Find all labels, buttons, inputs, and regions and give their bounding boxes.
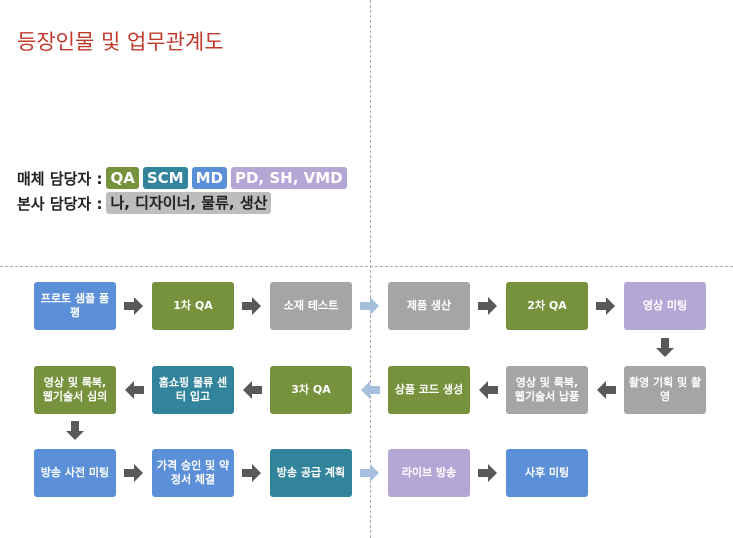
- arrow-right-icon: [124, 463, 144, 483]
- step-qa-2: 2차 QA: [506, 282, 588, 330]
- step-supply-plan: 방송 공급 계획: [270, 449, 352, 497]
- step-post-meeting: 사후 미팅: [506, 449, 588, 497]
- arrow-right-icon: [478, 296, 498, 316]
- legend-tag-hq: 나, 디자이너, 물류, 생산: [106, 192, 272, 214]
- step-price-approval: 가격 승인 및 약정서 체결: [152, 449, 234, 497]
- arrow-left-icon: [124, 380, 144, 400]
- arrow-right-icon: [242, 296, 262, 316]
- legend-tag-scm: SCM: [142, 167, 188, 189]
- step-deliver-video: 영상 및 룩북, 웹기술서 납품: [506, 366, 588, 414]
- page-title: 등장인물 및 업무관계도: [17, 30, 224, 54]
- step-live-broadcast: 라이브 방송: [388, 449, 470, 497]
- step-shoot: 촬영 기획 및 촬영: [624, 366, 706, 414]
- step-qa-1: 1차 QA: [152, 282, 234, 330]
- step-pre-broadcast-meeting: 방송 사전 미팅: [34, 449, 116, 497]
- arrow-right-icon: [360, 463, 380, 483]
- vertical-guide-line: [370, 0, 371, 538]
- legend-hq-label: 본사 담당자 :: [17, 194, 103, 213]
- arrow-right-icon: [242, 463, 262, 483]
- legend-tag-qa: QA: [106, 167, 139, 189]
- step-video-meeting: 영상 미팅: [624, 282, 706, 330]
- arrow-left-icon: [478, 380, 498, 400]
- arrow-left-icon: [360, 380, 380, 400]
- arrow-down-icon: [65, 421, 85, 441]
- arrow-right-icon: [596, 296, 616, 316]
- arrow-right-icon: [360, 296, 380, 316]
- step-product-code: 상품 코드 생성: [388, 366, 470, 414]
- legend-tag-md: MD: [191, 167, 227, 189]
- legend-media-row: 매체 담당자 : QA SCM MD PD, SH, VMD: [17, 167, 351, 189]
- step-production: 제품 생산: [388, 282, 470, 330]
- arrow-left-icon: [596, 380, 616, 400]
- step-qa-3: 3차 QA: [270, 366, 352, 414]
- arrow-right-icon: [124, 296, 144, 316]
- legend-media-label: 매체 담당자 :: [17, 169, 103, 188]
- arrow-down-icon: [655, 338, 675, 358]
- step-material-test: 소재 테스트: [270, 282, 352, 330]
- legend-tag-pd-sh-vmd: PD, SH, VMD: [230, 167, 347, 189]
- step-review: 영상 및 룩북, 웹기술서 심의: [34, 366, 116, 414]
- step-proto-sample: 프로토 샘플 품평: [34, 282, 116, 330]
- step-warehouse: 홈쇼핑 물류 센터 입고: [152, 366, 234, 414]
- legend-hq-row: 본사 담당자 : 나, 디자이너, 물류, 생산: [17, 192, 272, 214]
- arrow-right-icon: [478, 463, 498, 483]
- horizontal-guide-line: [0, 266, 733, 267]
- arrow-left-icon: [242, 380, 262, 400]
